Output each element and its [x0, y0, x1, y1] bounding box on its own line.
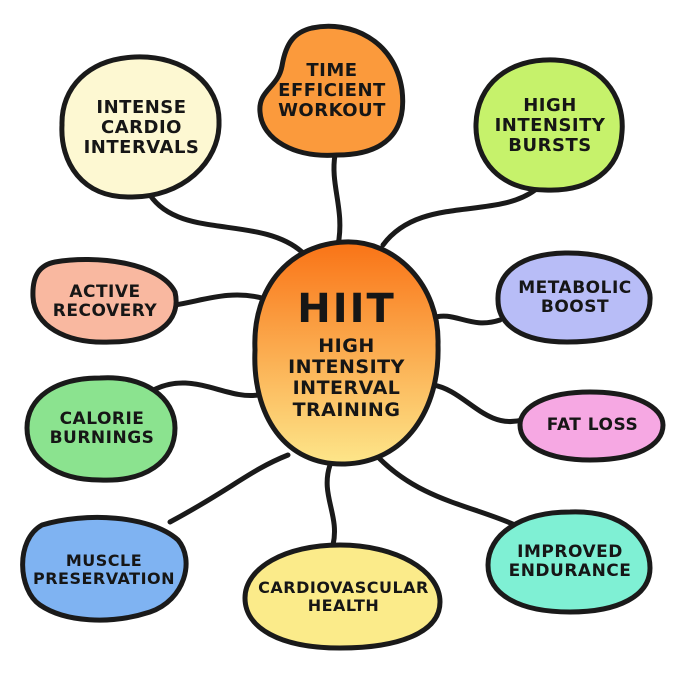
bubble-metabolic-boost [495, 250, 653, 345]
bubble-muscle-preservation [20, 514, 189, 623]
connector-muscle-preservation [167, 452, 291, 525]
bubble-fat-loss [517, 389, 666, 463]
bubble-cardiovascular-health [242, 542, 443, 651]
connector-metabolic-boost [429, 313, 503, 326]
bubble-active-recovery [30, 257, 179, 345]
connector-cardiovascular-health [324, 462, 337, 548]
connector-active-recovery [172, 292, 265, 308]
bubble-improved-endurance [485, 509, 653, 615]
connector-improved-endurance [375, 454, 518, 528]
connector-fat-loss [430, 382, 525, 425]
connector-intense-cardio-intervals [147, 192, 305, 255]
connector-lines [147, 152, 538, 548]
bubble-intense-cardio-intervals [59, 54, 222, 200]
bubble-time-efficient-workout [257, 23, 406, 158]
bubble-high-intensity-bursts [473, 57, 625, 193]
connector-time-efficient-workout [331, 152, 343, 248]
center-bubble [252, 239, 441, 467]
connector-calorie-burnings [147, 380, 261, 399]
bubble-calorie-burnings [24, 375, 178, 483]
connector-high-intensity-bursts [380, 187, 538, 248]
